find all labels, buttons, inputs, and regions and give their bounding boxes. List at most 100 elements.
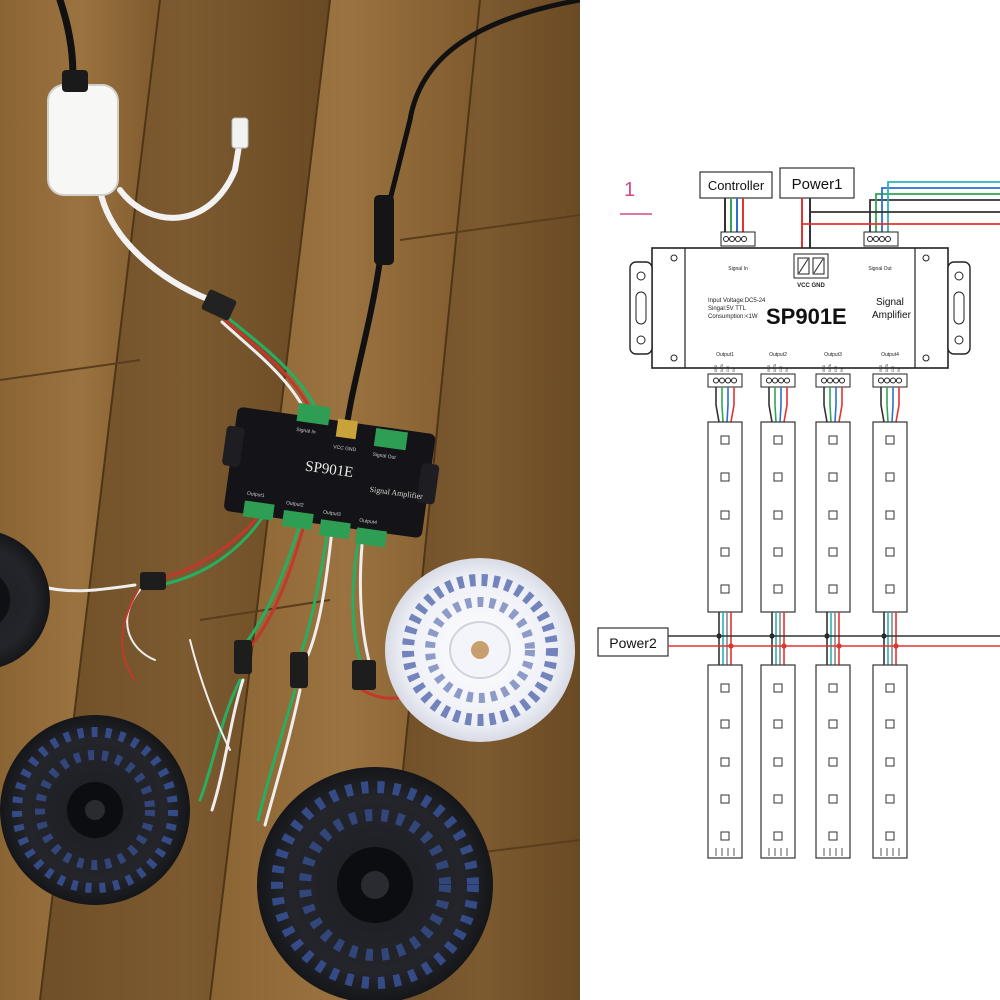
output-2-screw (778, 377, 784, 384)
output-4-wire (886, 387, 889, 423)
output-1-screw (713, 377, 719, 384)
led-chip (885, 719, 895, 729)
power1-wires (801, 198, 811, 254)
signal-in-terminal (720, 231, 756, 247)
output-2-wire (768, 387, 773, 423)
output-2-label: Output2 (769, 352, 787, 358)
output-4-wire (891, 387, 894, 423)
output-2-wire (783, 387, 788, 423)
vcc-gnd-label: VCC GND (797, 283, 825, 289)
led-reel-left-partial (0, 532, 50, 668)
signal-out-terminal (863, 231, 899, 247)
output-3-screw (821, 377, 827, 384)
sp901e-device-photo: SP901E Signal Amplifier VCC GND Signal I… (222, 403, 440, 548)
output-1-wire (726, 387, 729, 423)
output-3-pin-clk: CLK (834, 365, 838, 372)
led-chip (885, 683, 895, 693)
led-chip (773, 683, 783, 693)
output-3-wire (823, 387, 828, 423)
output-3-wire (829, 387, 832, 423)
led-chip (828, 510, 838, 520)
photo-output-2: Output2 (286, 500, 305, 508)
led-chip (720, 510, 730, 520)
led-chip (885, 510, 895, 520)
output-2-screw (784, 377, 790, 384)
output-3-pin-5v: 5V (840, 367, 844, 372)
output-4-pin-clk: CLK (891, 365, 895, 372)
output-1-wire (721, 387, 724, 423)
led-chip (828, 683, 838, 693)
output-3-label: Output3 (824, 352, 842, 358)
led-chip (885, 757, 895, 767)
photo-cables (33, 0, 580, 827)
output-1-screw (725, 377, 731, 384)
led-chip (828, 757, 838, 767)
diagram-marker: 1 (624, 179, 635, 201)
output-jst-connectors (140, 572, 376, 690)
power2-box (597, 627, 669, 657)
output-2-pin-gnd: GND (767, 364, 771, 372)
output-2-screw (772, 377, 778, 384)
output-1-pin-gnd: GND (714, 364, 718, 372)
wifi-controller (47, 70, 119, 196)
led-reel-bottom-center (257, 767, 493, 1000)
wiring-photo-scene: SP901E Signal Amplifier VCC GND Signal I… (0, 0, 580, 1000)
led-chip (885, 831, 895, 841)
led-chip (773, 831, 783, 841)
power1-label: Power1 (792, 176, 843, 193)
signal-out-label: Signal Out (868, 266, 892, 272)
controller-label: Controller (708, 178, 765, 193)
output-1-pin-data: DATA (720, 363, 724, 372)
photo-output-4: Output4 (359, 518, 378, 526)
led-reel-bottom-left (0, 715, 190, 905)
wiring-diagram-svg: 1 Controller Power1 (597, 167, 1000, 859)
led-chip (828, 584, 838, 594)
photo-device-brand: SP901E (304, 459, 354, 482)
output-3-screw (833, 377, 839, 384)
led-chip (773, 435, 783, 445)
output-2-wire (779, 387, 782, 423)
led-chip (885, 472, 895, 482)
output-3-pin-data: DATA (828, 363, 832, 372)
device-subtitle-1: Signal (876, 297, 904, 308)
output-2-pin-data: DATA (773, 363, 777, 372)
output-1-pin-clk: CLK (726, 365, 730, 372)
led-chip (720, 435, 730, 445)
output-3-pin-gnd: GND (822, 364, 826, 372)
led-chip (773, 757, 783, 767)
led-chip (720, 794, 730, 804)
output-1-wire (715, 387, 720, 423)
led-chip (773, 584, 783, 594)
led-chip (720, 719, 730, 729)
led-chip (828, 472, 838, 482)
led-chip (773, 472, 783, 482)
output-4-pin-data: DATA (885, 363, 889, 372)
output-1-label: Output1 (716, 352, 734, 358)
jst-connector-in (201, 289, 237, 321)
output-1-screw (719, 377, 725, 384)
output-2-pin-5v: 5V (785, 367, 789, 372)
output-4-screw (878, 377, 884, 384)
output-1-pin-5v: 5V (732, 367, 736, 372)
device-model: SP901E (766, 304, 847, 329)
output-4-pin-gnd: GND (879, 364, 883, 372)
led-chip (720, 472, 730, 482)
led-strip-1-upper (707, 421, 743, 613)
power1-box (779, 167, 855, 199)
output-4-label: Output4 (881, 352, 899, 358)
output-4-screw (884, 377, 890, 384)
signal-in-label: Signal In (728, 266, 748, 272)
led-chip (720, 547, 730, 557)
led-chip (885, 547, 895, 557)
photo-output-3: Output3 (323, 509, 342, 517)
led-chip (720, 683, 730, 693)
spec-line-1: Input Voltage:DC5-24 (708, 298, 766, 304)
output-3-wire (834, 387, 837, 423)
led-chip (773, 794, 783, 804)
spec-line-3: Consumption:<1W (708, 314, 758, 320)
photo-output-1: Output1 (246, 491, 265, 499)
led-chip (885, 584, 895, 594)
photo-vcc-gnd: VCC GND (333, 444, 357, 453)
photo-signal-out: Signal Out (372, 452, 397, 461)
